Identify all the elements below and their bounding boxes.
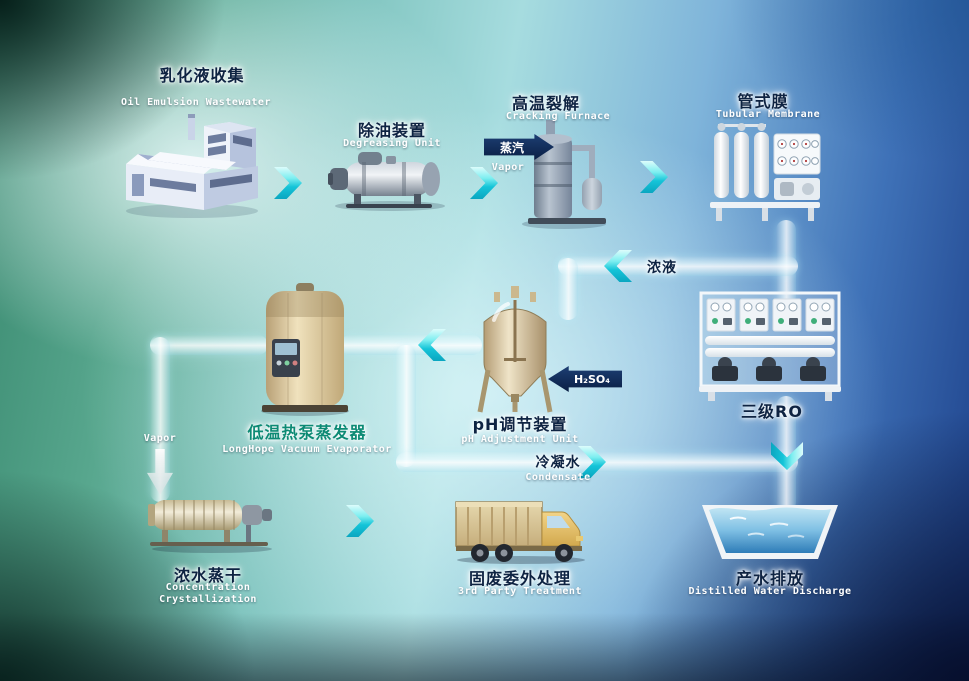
ph-unit-label-en: pH Adjustment Unit — [461, 434, 579, 445]
evaporator-label-en: LongHope Vacuum Evaporator — [222, 444, 392, 455]
crystallizer-illustration — [148, 500, 272, 553]
truck-illustration — [455, 501, 585, 564]
cracking-furnace-illustration — [522, 120, 606, 229]
membrane-label-zh: 管式膜 — [737, 92, 789, 111]
ro-unit-illustration — [699, 291, 841, 401]
collection-label-en: Oil Emulsion Wastewater — [121, 97, 271, 108]
ph-reactor-illustration — [477, 286, 553, 413]
degreasing-label-en: Degreasing Unit — [343, 138, 441, 149]
tubular-membrane-illustration — [710, 123, 821, 221]
collection-label-zh: 乳化液收集 — [159, 66, 245, 85]
discharge-label-en: Distilled Water Discharge — [688, 586, 852, 597]
evaporator-label-zh: 低温热泵蒸发器 — [247, 423, 367, 442]
cracking-label-en: Cracking Furnace — [505, 111, 611, 122]
vacuum-evaporator-illustration — [261, 283, 349, 416]
vapor-label: Vapor — [143, 433, 177, 444]
pipe-condensate-riser — [396, 345, 416, 467]
flow-chevron-collection-to-degreasing — [274, 167, 302, 199]
discharge-basin-illustration — [702, 505, 838, 559]
pipe-reactor-to-evaporator — [340, 335, 482, 355]
degreasing-unit-illustration — [328, 152, 445, 211]
steam-label-en: Vapor — [491, 162, 525, 173]
acid-label: H₂SO₄ — [573, 372, 611, 386]
third-party-label-zh: 固废委外处理 — [468, 569, 571, 588]
third-party-label-en: 3rd Party Treatment — [458, 586, 582, 597]
membrane-label-en: Tubular Membrane — [715, 109, 821, 120]
crystallization-label-en-line2: Crystallization — [159, 594, 257, 605]
pipe-vapor-drop — [150, 337, 170, 502]
flow-chevron-crystallizer-to-truck — [346, 505, 374, 537]
cracking-label-zh: 高温裂解 — [511, 94, 580, 113]
factory-illustration — [126, 114, 258, 218]
discharge-label-zh: 产水排放 — [735, 569, 804, 588]
ph-unit-label-zh: pH调节装置 — [472, 415, 568, 434]
pipe-evaporator-out — [150, 335, 268, 355]
flow-chevron-cracking-to-membrane — [640, 161, 668, 193]
condensate-label-en: Condensate — [525, 472, 591, 483]
crystallization-label-en-line1: Concentration — [165, 582, 251, 593]
steam-label-zh: 蒸汽 — [499, 140, 524, 155]
concentrate-label-zh: 浓液 — [647, 260, 677, 276]
pipe-concentrate-drop — [558, 258, 578, 320]
crystallization-label-zh: 浓水蒸干 — [173, 566, 242, 585]
degreasing-label-zh: 除油装置 — [357, 121, 426, 140]
pipe-ro-to-discharge — [776, 396, 796, 512]
condensate-label-zh: 冷凝水 — [535, 455, 581, 471]
ro-label-zh: 三级RO — [741, 402, 803, 421]
acid-arrow: H₂SO₄ — [548, 366, 622, 392]
